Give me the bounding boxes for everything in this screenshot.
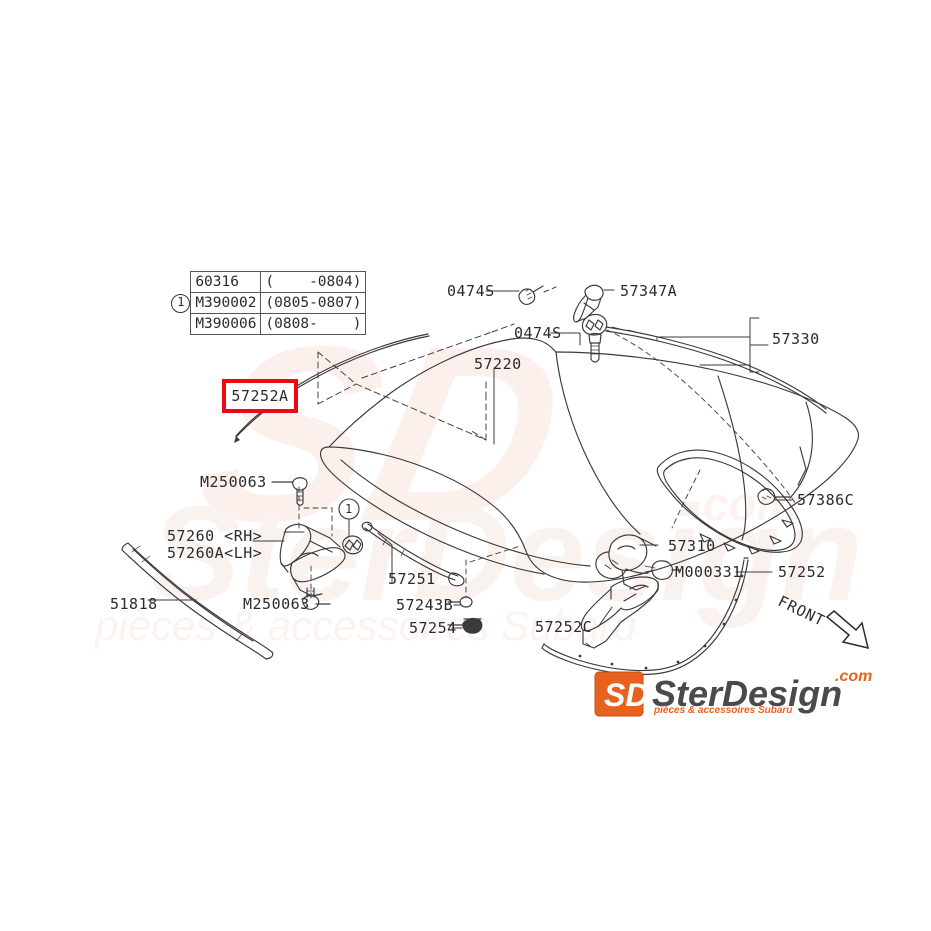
- grommet-dashed: [465, 545, 521, 598]
- legend-part: M390006: [190, 313, 262, 336]
- legend-part: 60316: [190, 270, 262, 294]
- legend-range: ( -0804): [260, 270, 367, 294]
- callout-M250063-upper: M250063: [200, 473, 267, 491]
- callout-M000331: M000331: [675, 563, 742, 581]
- callout-57330: 57330: [772, 330, 820, 348]
- cable-run-dashed: [606, 329, 797, 529]
- watermark-mark: SD: [178, 294, 585, 574]
- logo-brand: SterDesign: [652, 673, 842, 714]
- legend-range: (0808- ): [260, 313, 367, 336]
- callout-57386C: 57386C: [797, 491, 855, 509]
- highlighted-part-label: 57252A: [231, 387, 289, 405]
- cushion-57254: [447, 617, 483, 634]
- leader-lines: [252, 286, 793, 629]
- legend-range: (0805-0807): [260, 292, 367, 315]
- bolt-0474S-mid: [588, 332, 602, 363]
- logo-badge: [594, 671, 644, 717]
- callout-M250063-lower: M250063: [243, 595, 310, 613]
- weatherstrip-51818: [121, 542, 274, 660]
- seal-strip-57252: [541, 557, 749, 676]
- callout-57243B: 57243B: [396, 596, 454, 614]
- bolt-M250063-upper: [271, 477, 308, 506]
- legend-row: 1 60316 ( -0804): [84, 270, 367, 314]
- hood-hinge-57260: [279, 523, 346, 597]
- hinge-mount-dashed: [298, 486, 333, 599]
- logo-tagline: pièces & accessoires Subaru: [653, 705, 792, 716]
- callout-57252C: 57252C: [535, 618, 593, 636]
- logo-tld: .com: [835, 668, 872, 685]
- callout-51818: 51818: [110, 595, 158, 613]
- bolt-M000331: [644, 560, 681, 580]
- watermark-tagline: pièces & accessoires Subaru: [93, 602, 637, 649]
- grommet-clip: [581, 313, 608, 336]
- callout-57347A: 57347A: [620, 282, 678, 300]
- watermark-brand: SterDesign: [150, 478, 863, 629]
- callout-57254: 57254: [409, 619, 457, 637]
- callout-57220: 57220: [474, 355, 522, 373]
- circle-marker-1: [338, 498, 360, 537]
- logo-mark: SD: [604, 677, 648, 713]
- release-cable-57330: [605, 317, 827, 414]
- circle-marker-1-label: 1: [345, 502, 353, 516]
- callout-57251: 57251: [388, 570, 436, 588]
- hinge-57347A: [573, 284, 604, 323]
- callout-0474S-top: 0474S: [447, 282, 495, 300]
- front-arrow: [825, 610, 870, 650]
- watermark-tld: .com: [690, 478, 797, 530]
- bolt-M250063-lower: [301, 587, 331, 610]
- callout-57260-RH: 57260 <RH>: [167, 527, 263, 545]
- legend-row: M390002 (0805-0807): [84, 292, 367, 315]
- hood-stay-57251: [361, 521, 465, 587]
- callout-57252: 57252: [778, 563, 826, 581]
- garnish-57252C: [580, 576, 659, 649]
- highlighted-part-57252A[interactable]: 57252A: [222, 379, 298, 413]
- legend-table: 1 60316 ( -0804) M390002 (0805-0807) M39…: [84, 270, 367, 336]
- legend-part: M390002: [190, 292, 262, 315]
- assembly-dashed-lines: [317, 323, 515, 441]
- bolt-0474S-top: [518, 285, 544, 305]
- hood-panel-57220: [320, 337, 860, 583]
- legend-index-marker: 1: [171, 294, 191, 314]
- callout-57310: 57310: [668, 537, 716, 555]
- legend-row: M390006 (0808- ): [84, 313, 367, 336]
- legend-index-cell: 1: [84, 272, 191, 335]
- clip-57386C: [757, 487, 791, 505]
- hood-seal-57252A: [234, 333, 430, 443]
- callout-0474S-mid: 0474S: [514, 324, 562, 342]
- callout-57260A-LH: 57260A<LH>: [167, 544, 263, 562]
